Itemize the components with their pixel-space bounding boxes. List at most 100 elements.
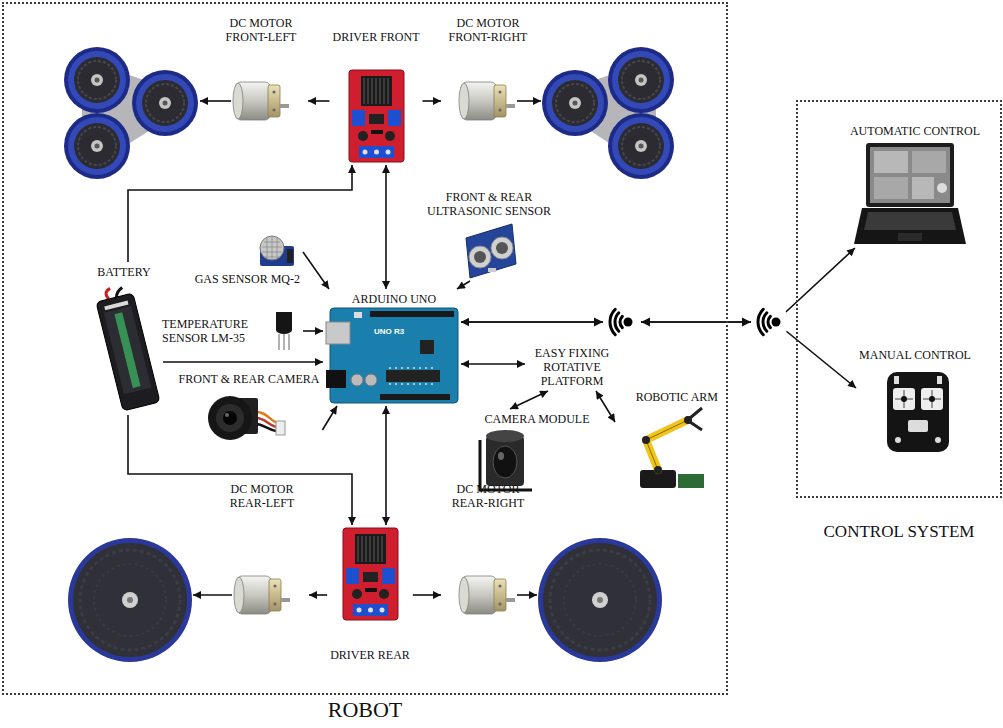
camera-unit [225,413,229,417]
component-label: FRONT & REAR CAMERA [179,372,320,386]
connector-group [128,101,856,595]
signal-arrow [128,165,352,262]
laptop [898,233,922,241]
link-arrow-head [641,318,650,327]
laptop [854,143,966,244]
component-label: AUTOMATIC CONTROL [850,124,980,138]
laptop [874,177,908,199]
temperature-sensor [276,312,292,334]
region-title: ROBOT [328,697,403,723]
remote-controller [929,396,935,402]
component-block: DC MOTOR FRONT-LEFT [214,13,308,127]
component-block: DRIVER REAR [327,525,413,665]
camera-module [493,446,517,478]
remote-controller [937,376,942,384]
signal-arrow [163,361,323,363]
region-frame: CONTROL SYSTEMAUTOMATIC CONTROLMANUAL CO… [796,100,1002,498]
component-label: FRONT & REAR ULTRASONIC SENSOR [423,190,555,218]
signal-arrow [423,100,442,102]
dc-motor [233,82,289,120]
arduino-board [380,394,450,400]
component-block: GAS SENSOR MQ-2 [192,231,303,289]
dc-motor [459,82,515,120]
shaft-arrow [193,101,541,595]
robotic-arm [646,420,688,470]
arduino-board [326,370,346,388]
arduino-board [326,308,458,403]
wireless-icon [610,309,622,334]
component-block: ROBOTIC ARM [615,387,721,493]
drive-wheel [538,538,662,662]
laptop [912,177,934,199]
signal-arrow [461,363,525,365]
component-label: DRIVER FRONT [332,30,419,44]
ultrasonic-sensor [466,224,516,278]
component-block: MANUAL CONTROL [856,345,974,455]
component-block: TEMPERATURE SENSOR LM-35 [159,307,303,355]
ultrasonic-sensor [469,246,491,268]
signal-arrow [309,594,327,596]
lipo-battery [104,301,128,311]
omni-wheel [608,47,674,113]
laptop [874,151,908,173]
arduino-board [326,322,350,344]
wireless-icon [624,318,633,327]
lipo-battery [96,293,160,411]
omni-wheel [64,113,130,179]
remote-controller [895,437,901,443]
omni-wheel [64,47,674,179]
component-block: AUTOMATIC CONTROL [847,121,983,248]
component-block: FRONT & REAR CAMERA [176,369,323,445]
lipo-battery [105,288,113,299]
signal-arrow [385,165,387,289]
component-block: DRIVER FRONT [329,27,422,165]
arduino-board [420,340,434,354]
laptop [854,208,966,244]
camera-unit [216,404,244,432]
component-label: MANUAL CONTROL [859,348,971,362]
component-block: BATTERY [93,262,163,415]
dc-motor [234,576,290,614]
robotic-arm [678,474,704,488]
component-label: GAS SENSOR MQ-2 [195,272,300,286]
component-label: TEMPERATURE SENSOR LM-35 [162,317,262,345]
remote-controller [895,390,941,408]
omni-wheel [132,70,198,136]
lipo-battery [114,312,140,388]
signal-arrow [128,415,352,525]
remote-controller [935,437,941,443]
signal-arrow [303,252,329,289]
remote-controller [894,376,899,384]
dc-motor [459,576,515,614]
arduino-board [386,370,440,382]
signal-arrow [596,391,615,422]
arduino-board [390,367,432,385]
robotic-arm [690,408,702,430]
shaft-arrow [193,594,232,596]
component-label: DC MOTOR FRONT-RIGHT [444,16,532,44]
lipo-battery [94,283,160,411]
laptop [912,151,946,173]
signal-arrow [303,330,323,332]
remote-controller [887,372,949,452]
laptop [864,212,956,230]
component-label: DC MOTOR REAR-LEFT [218,482,306,510]
ultrasonic-sensor [496,242,508,254]
ultrasonic-sensor [474,251,486,263]
remote-controller [908,420,928,432]
component-label: DC MOTOR FRONT-LEFT [217,16,305,44]
shaft-arrow [200,100,231,102]
motor-driver-board [343,528,398,620]
laptop [937,183,947,193]
component-label: DC MOTOR REAR-RIGHT [444,482,532,510]
temperature-sensor [279,334,289,350]
camera-module [480,430,532,490]
signal-arrow [322,406,337,430]
ultrasonic-sensor [491,237,513,259]
ultrasonic-sensor [466,224,516,278]
shaft-arrow [517,100,541,102]
arduino-board [354,312,362,318]
omni-wheel [608,113,674,179]
gas-sensor [260,236,294,266]
